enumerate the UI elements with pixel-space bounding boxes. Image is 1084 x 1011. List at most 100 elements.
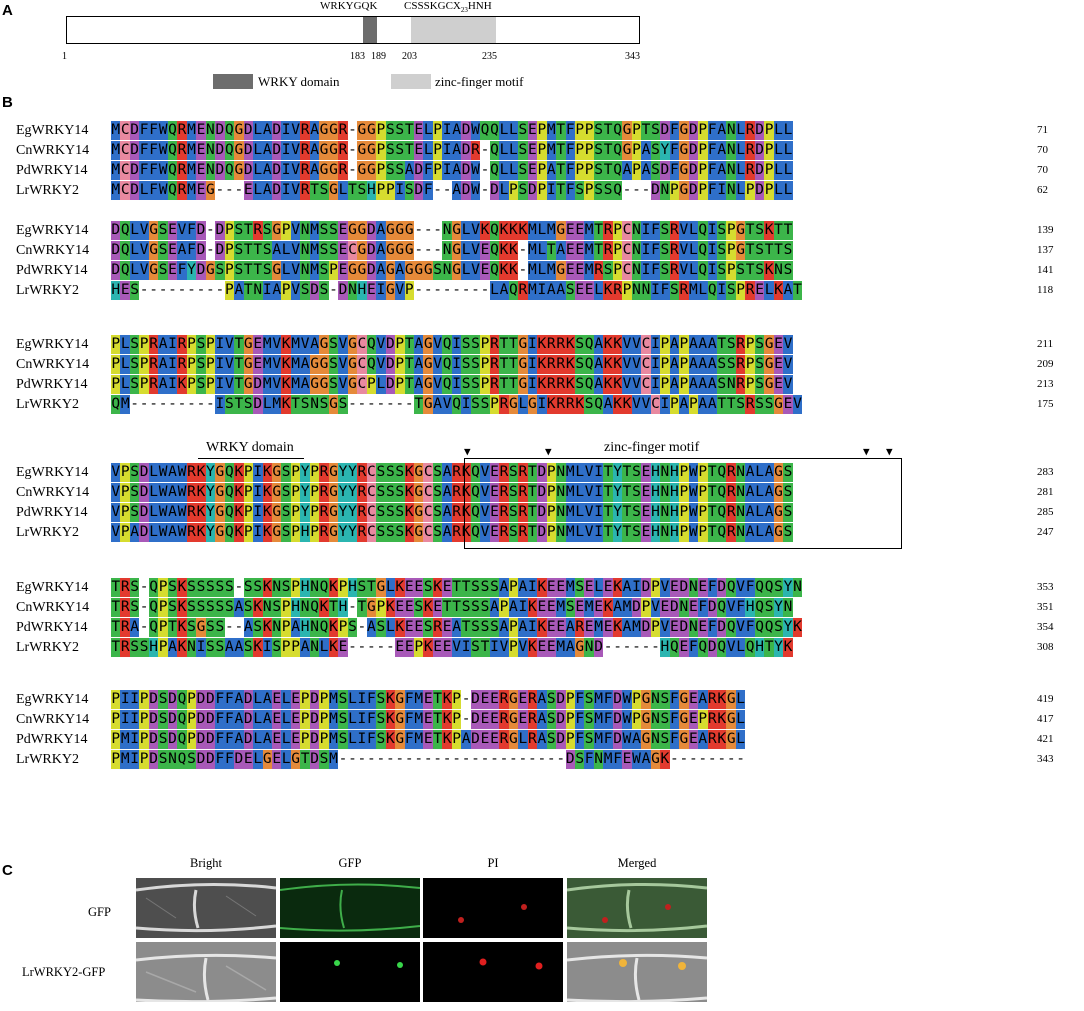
residue: V [290,121,301,140]
sequence-end-position: 137 [1037,244,1054,256]
residue: M [186,161,197,180]
residue: D [470,710,481,729]
residue: H [650,483,661,502]
residue: A [224,638,235,657]
residue: L [129,261,140,280]
residue: E [641,503,651,522]
residue: G [735,241,746,260]
residue: C [622,221,632,240]
residue: P [300,690,310,709]
residue: L [735,690,746,709]
residue: C [641,375,651,394]
residue: D [470,690,481,709]
residue: Y [186,261,197,280]
residue: I [129,750,140,769]
residue: D [167,690,178,709]
residue: E [556,578,566,597]
residue: P [243,503,254,522]
residue: K [234,463,244,482]
residue: G [726,730,736,749]
residue: I [215,355,225,374]
residue: T [508,375,519,394]
residue: N [735,483,746,502]
residue: Q [612,141,623,160]
residue: E [584,281,594,300]
residue: G [423,335,433,354]
residue: P [631,161,642,180]
residue: E [271,750,282,769]
residue: - [177,396,187,412]
residue: D [385,335,396,354]
sequence-end-position: 308 [1037,641,1054,653]
sequence-end-position: 417 [1037,713,1054,725]
residue: S [376,690,386,709]
residue: Q [698,638,708,657]
residue: A [698,375,708,394]
residue: E [537,598,547,617]
residue: K [461,503,471,522]
residue: E [489,730,500,749]
residue: T [404,121,414,140]
residue: D [167,730,178,749]
residue: V [480,463,490,482]
residue: E [773,335,784,354]
residue: D [414,181,424,200]
residue: T [508,335,519,354]
residue: L [698,281,708,300]
residue: V [111,483,121,502]
residue: F [148,161,159,180]
residue: R [357,503,367,522]
residue: I [527,375,538,394]
residue: S [196,355,206,374]
residue: S [660,690,670,709]
residue: Q [167,121,178,140]
residue: P [385,181,396,200]
residue: T [234,375,244,394]
residue: Q [489,141,500,160]
residue: I [650,375,661,394]
residue: D [111,261,121,280]
residue: Q [177,690,187,709]
residue: I [129,690,140,709]
residue: D [754,121,765,140]
residue: T [432,730,443,749]
residue: N [660,463,670,482]
sequence-end-position: 213 [1037,378,1054,390]
residue: T [603,463,613,482]
residue: P [186,375,197,394]
residue: S [186,578,197,597]
residue: D [385,375,396,394]
residue: Q [584,375,594,394]
residue: A [177,241,187,260]
residue: M [546,121,557,140]
residue: Q [754,578,765,597]
residue: P [612,221,623,240]
residue: S [726,335,736,354]
residue: A [366,618,377,637]
micro-gfp-gfp [280,878,420,938]
residue: W [622,730,632,749]
residue: F [423,161,433,180]
residue: F [215,710,225,729]
residue: G [271,483,282,502]
residue: G [414,483,424,502]
residue: M [414,730,424,749]
residue: N [726,161,736,180]
residue: L [735,638,746,657]
residue: G [395,221,405,240]
residue: P [641,598,651,617]
residue: S [480,395,490,414]
residue: R [300,161,310,180]
residue: G [319,161,329,180]
residue: Q [698,221,708,240]
residue: V [622,355,632,374]
residue: G [347,355,358,374]
annotation-wrky-domain: WRKY domain [206,440,294,455]
residue: - [461,691,471,707]
residue: E [366,281,377,300]
residue: L [385,618,396,637]
residue: Y [347,503,358,522]
residue: T [707,463,717,482]
residue: S [461,598,471,617]
residue: P [574,121,585,140]
